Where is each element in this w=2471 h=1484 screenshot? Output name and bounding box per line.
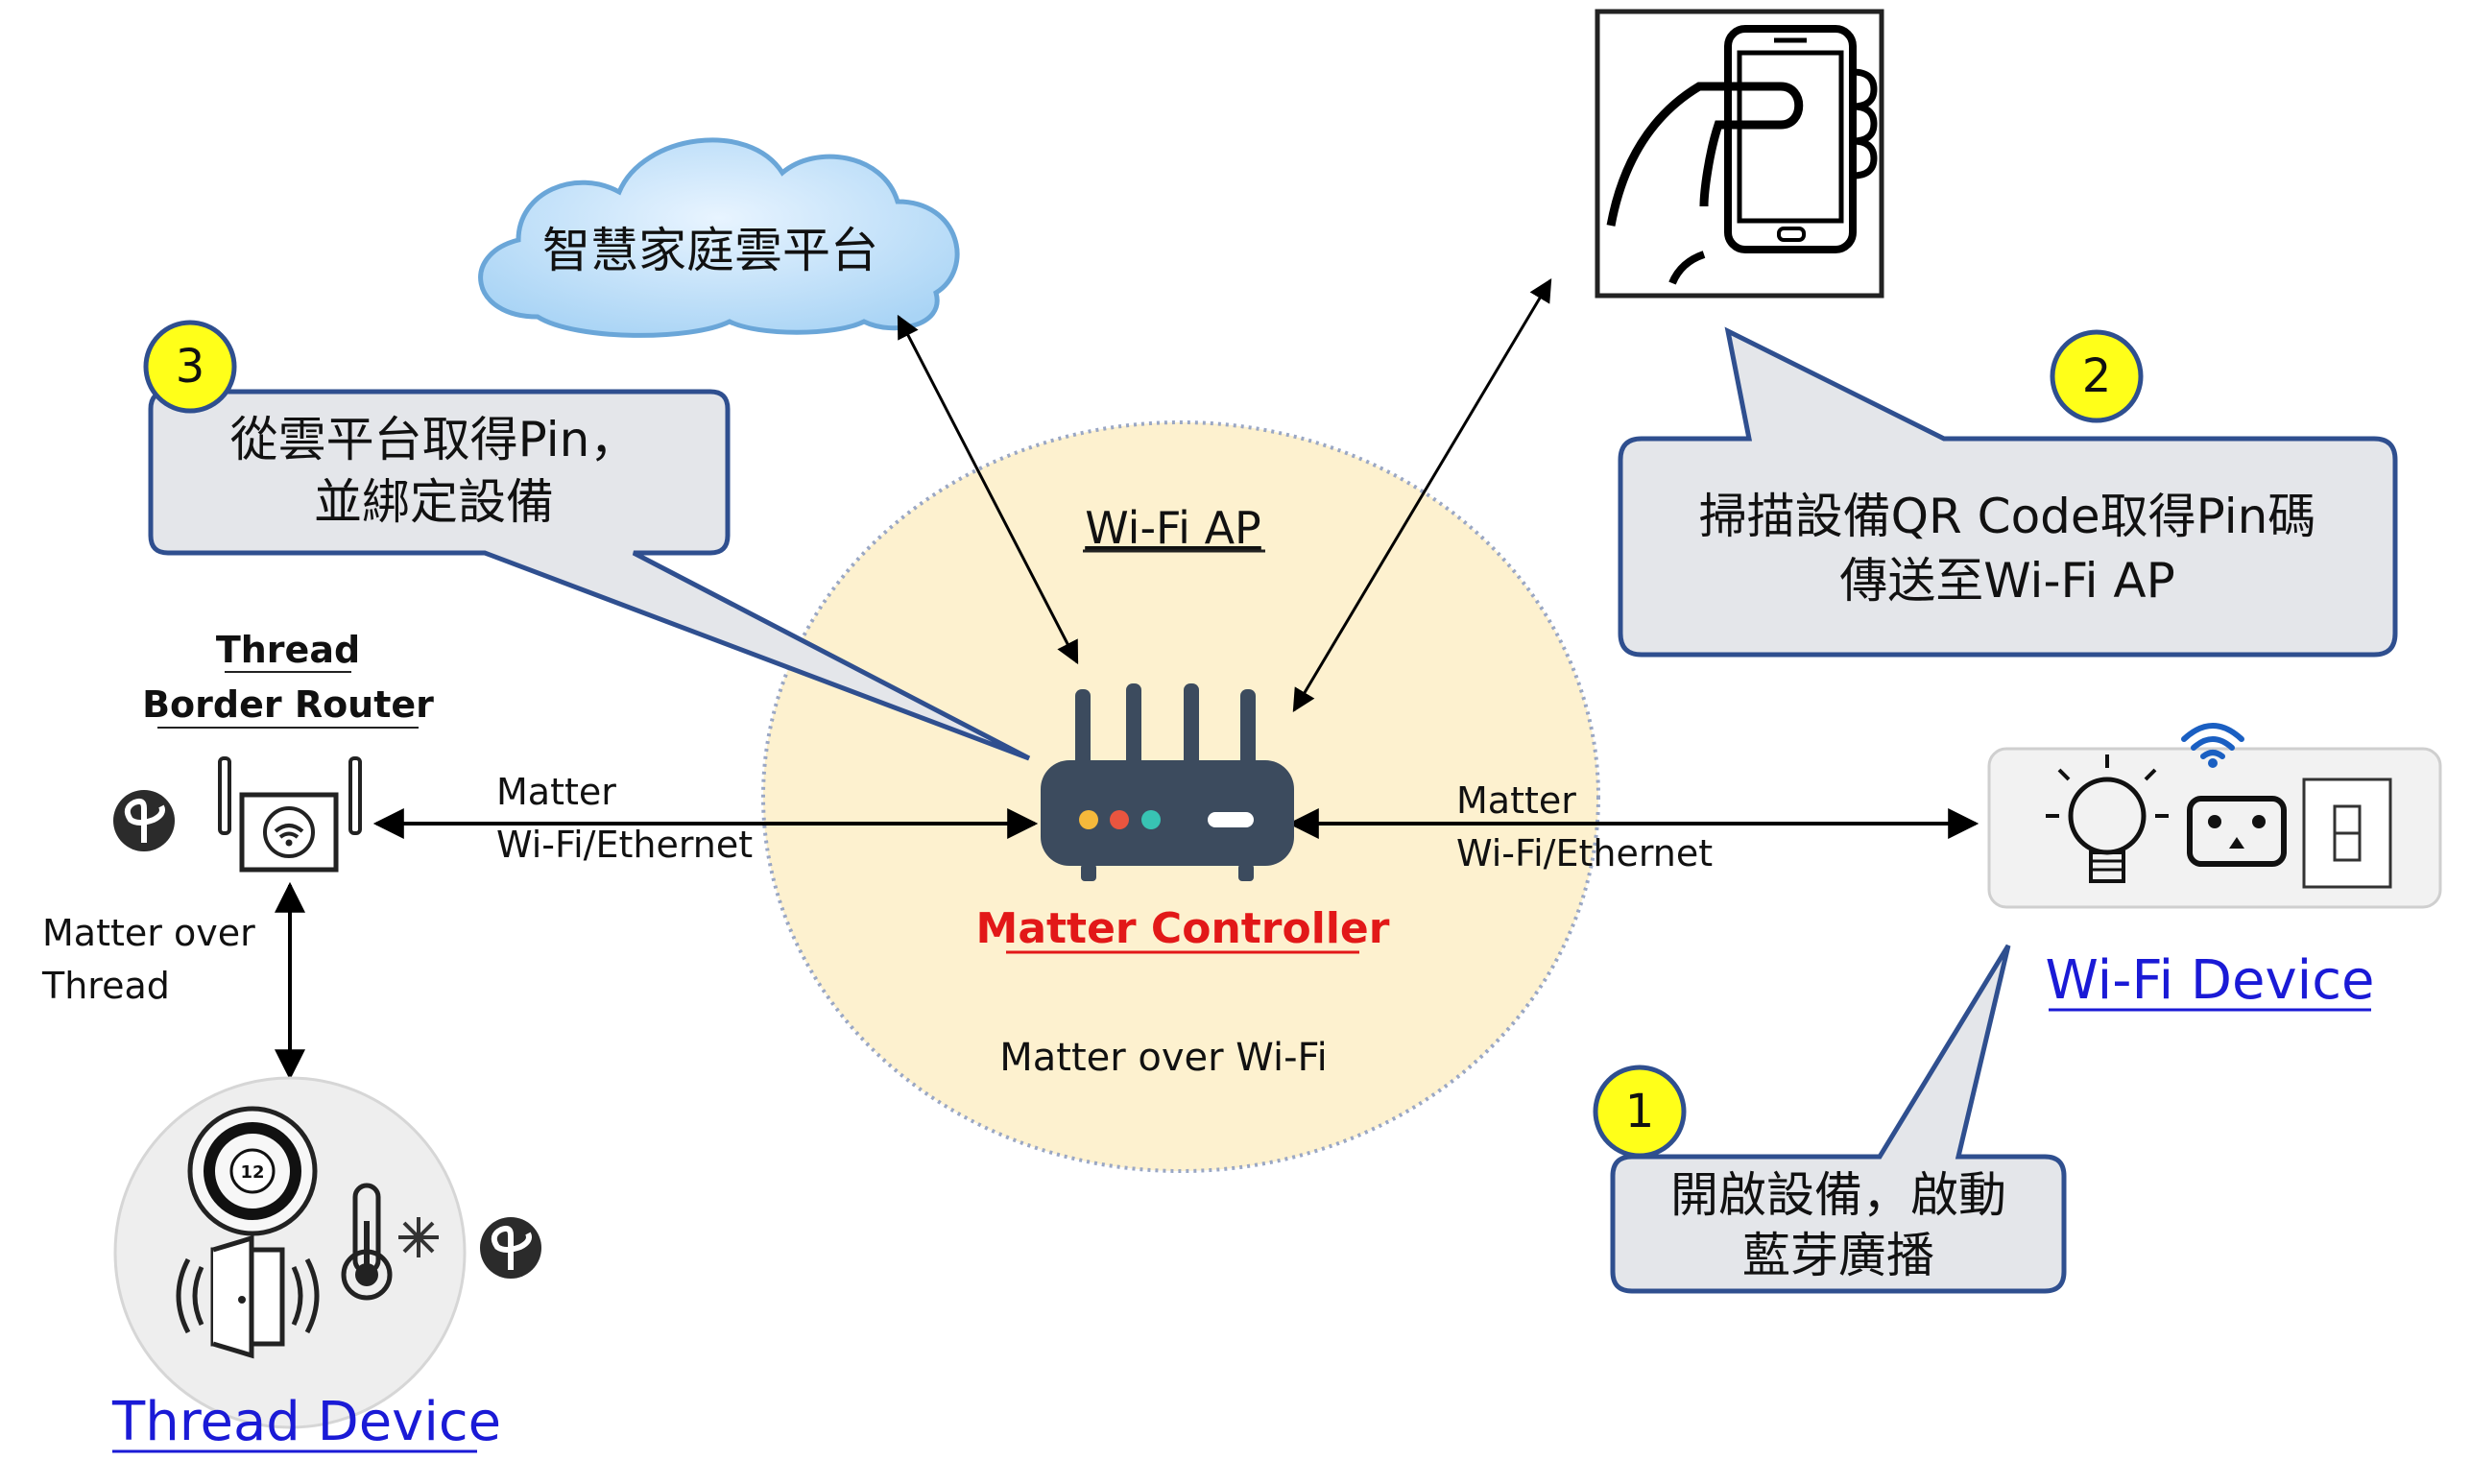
callout-1-number: 1 (1625, 1085, 1655, 1138)
thread-logo-icon (113, 790, 175, 851)
right-link-line2: Wi-Fi/Ethernet (1456, 832, 1713, 874)
right-link-line1: Matter (1456, 779, 1576, 822)
arrow-phone-controller (1292, 277, 1552, 713)
thermometer-icon (341, 1183, 393, 1301)
callout-2-line2: 傳送至Wi-Fi AP (1839, 553, 2175, 609)
thermostat-icon (187, 1106, 318, 1236)
callout-3 (143, 320, 1031, 761)
callout-2 (1618, 326, 2398, 658)
snowflake-icon (398, 1217, 439, 1257)
wifi-ap-label: Wi-Fi AP (1085, 502, 1261, 554)
callout-1 (1593, 944, 2067, 1294)
phone-scan-icon (1595, 9, 1884, 299)
arrow-cloud-controller (897, 314, 1079, 665)
thermostat-display: 12 (240, 1162, 264, 1183)
left-link-line1: Matter (496, 771, 616, 813)
border-router-line1: Thread (216, 629, 360, 671)
cloud-icon (478, 137, 960, 338)
controller-label: Matter Controller (976, 904, 1390, 953)
border-router-line2: Border Router (142, 683, 434, 726)
callout-3-number: 3 (176, 340, 205, 394)
wifi-ap-footer: Matter over Wi-Fi (999, 1036, 1328, 1080)
thread-link-line1: Matter over (42, 912, 255, 954)
callout-3-line1: 從雲平台取得Pin， (230, 412, 638, 467)
socket-icon (2187, 796, 2287, 867)
callout-1-line1: 開啟設備，啟動 (1670, 1167, 2006, 1223)
door-sensor-icon (176, 1234, 320, 1359)
left-link-line2: Wi-Fi/Ethernet (496, 824, 753, 866)
border-router-icon (218, 756, 362, 873)
cloud-label: 智慧家庭雲平台 (542, 223, 878, 278)
thread-logo-icon-2 (480, 1217, 541, 1279)
wifi-icon (2181, 723, 2244, 768)
callout-2-line1: 掃描設備QR Code取得Pin碼 (1699, 489, 2316, 544)
thread-device-label: Thread Device (111, 1391, 501, 1453)
wifi-device-label: Wi-Fi Device (2046, 949, 2375, 1012)
router-icon (1041, 683, 1294, 881)
switch-icon (2302, 778, 2392, 889)
light-bulb-icon (2046, 754, 2169, 883)
thread-link-line2: Thread (41, 965, 170, 1007)
callout-1-line2: 藍芽廣播 (1742, 1228, 1934, 1283)
callout-2-number: 2 (2082, 349, 2112, 403)
callout-3-line2: 並綁定設備 (314, 474, 554, 530)
